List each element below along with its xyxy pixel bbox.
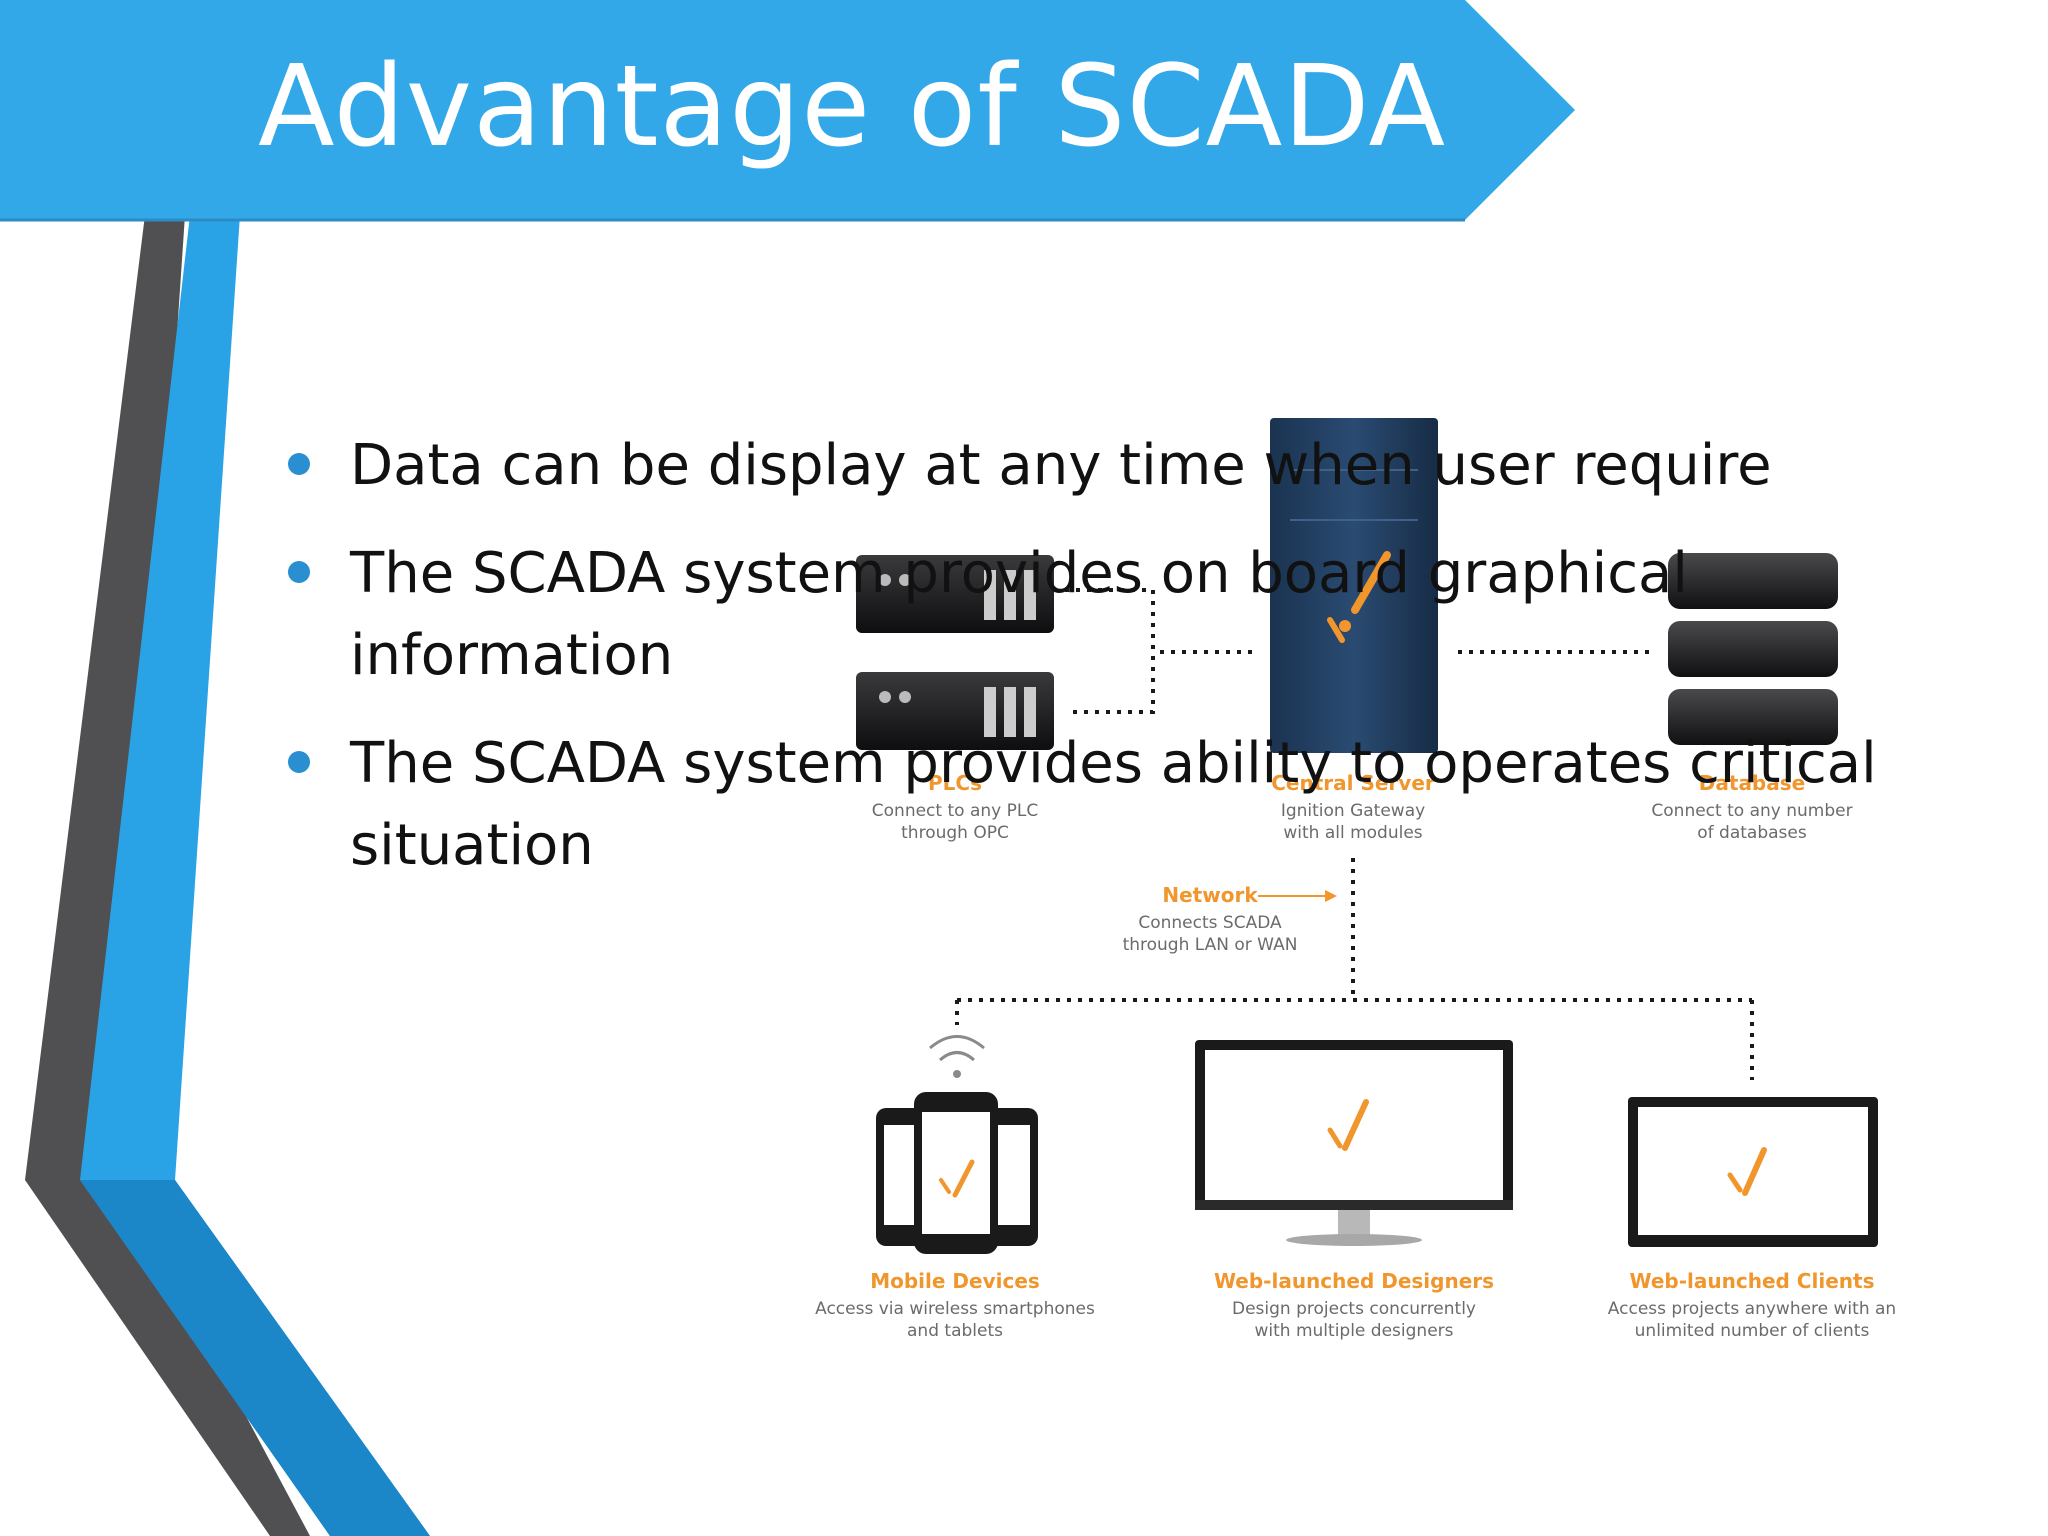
bullet-text: The SCADA system provides ability to ope… [350,731,1877,878]
clients-desc-1: Access projects anywhere with an [1608,1299,1896,1319]
title-band [0,0,1575,220]
designers-desc-1: Design projects concurrently [1232,1299,1476,1319]
network-desc-2: through LAN or WAN [1123,935,1298,955]
clients-title: Web-launched Clients [1630,1269,1875,1293]
bullet-item: Data can be display at any time when use… [288,425,1928,507]
bullet-dot-icon [288,751,310,773]
desktop-monitor-icon [1195,1040,1513,1246]
wifi-icon [929,1035,985,1078]
central-server-desc-1: Ignition Gateway [1281,801,1425,821]
mobile-devices-icon [876,1092,1038,1254]
database-desc-1: Connect to any number [1651,801,1852,821]
database-desc-2: of databases [1697,823,1807,843]
plc-connector [1065,588,1155,714]
network-desc-1: Connects SCADA [1138,913,1282,933]
slide-title: Advantage of SCADA [258,42,1447,172]
plcs-desc-1: Connect to any PLC [872,801,1038,821]
laptop-monitor-icon [1628,1097,1878,1247]
database-title: Database [1699,771,1805,795]
left-stripe-dark [25,215,310,1536]
clients-desc-2: unlimited number of clients [1635,1321,1870,1341]
designers-title: Web-launched Designers [1214,1269,1494,1293]
bullet-dot-icon [288,453,310,475]
mobile-desc-2: and tablets [907,1321,1003,1341]
mobile-title: Mobile Devices [870,1269,1040,1293]
bullet-text: The SCADA system provides on board graph… [350,541,1688,688]
designers-desc-2: with multiple designers [1255,1321,1454,1341]
plcs-desc-2: through OPC [901,823,1009,843]
mobile-desc-1: Access via wireless smartphones [815,1299,1095,1319]
lower-blue-wedge [80,1180,430,1536]
bullet-list: Data can be display at any time when use… [288,425,1928,913]
database-icon [1668,553,1838,745]
bullet-item: The SCADA system provides ability to ope… [288,723,1928,887]
connector-lines [955,588,1754,1080]
network-arrow [1258,890,1337,902]
central-server-icon [1270,418,1438,753]
plc-server-icon [856,555,1054,750]
central-server-desc-2: with all modules [1283,823,1422,843]
network-title: Network [1162,883,1258,907]
central-server-title: Central Server [1271,771,1435,795]
bullet-dot-icon [288,561,310,583]
plcs-title: PLCs [928,771,982,795]
ignition-logo-icon [1327,551,1391,643]
bullet-item: The SCADA system provides on board graph… [288,533,1928,697]
bullet-text: Data can be display at any time when use… [350,433,1772,498]
